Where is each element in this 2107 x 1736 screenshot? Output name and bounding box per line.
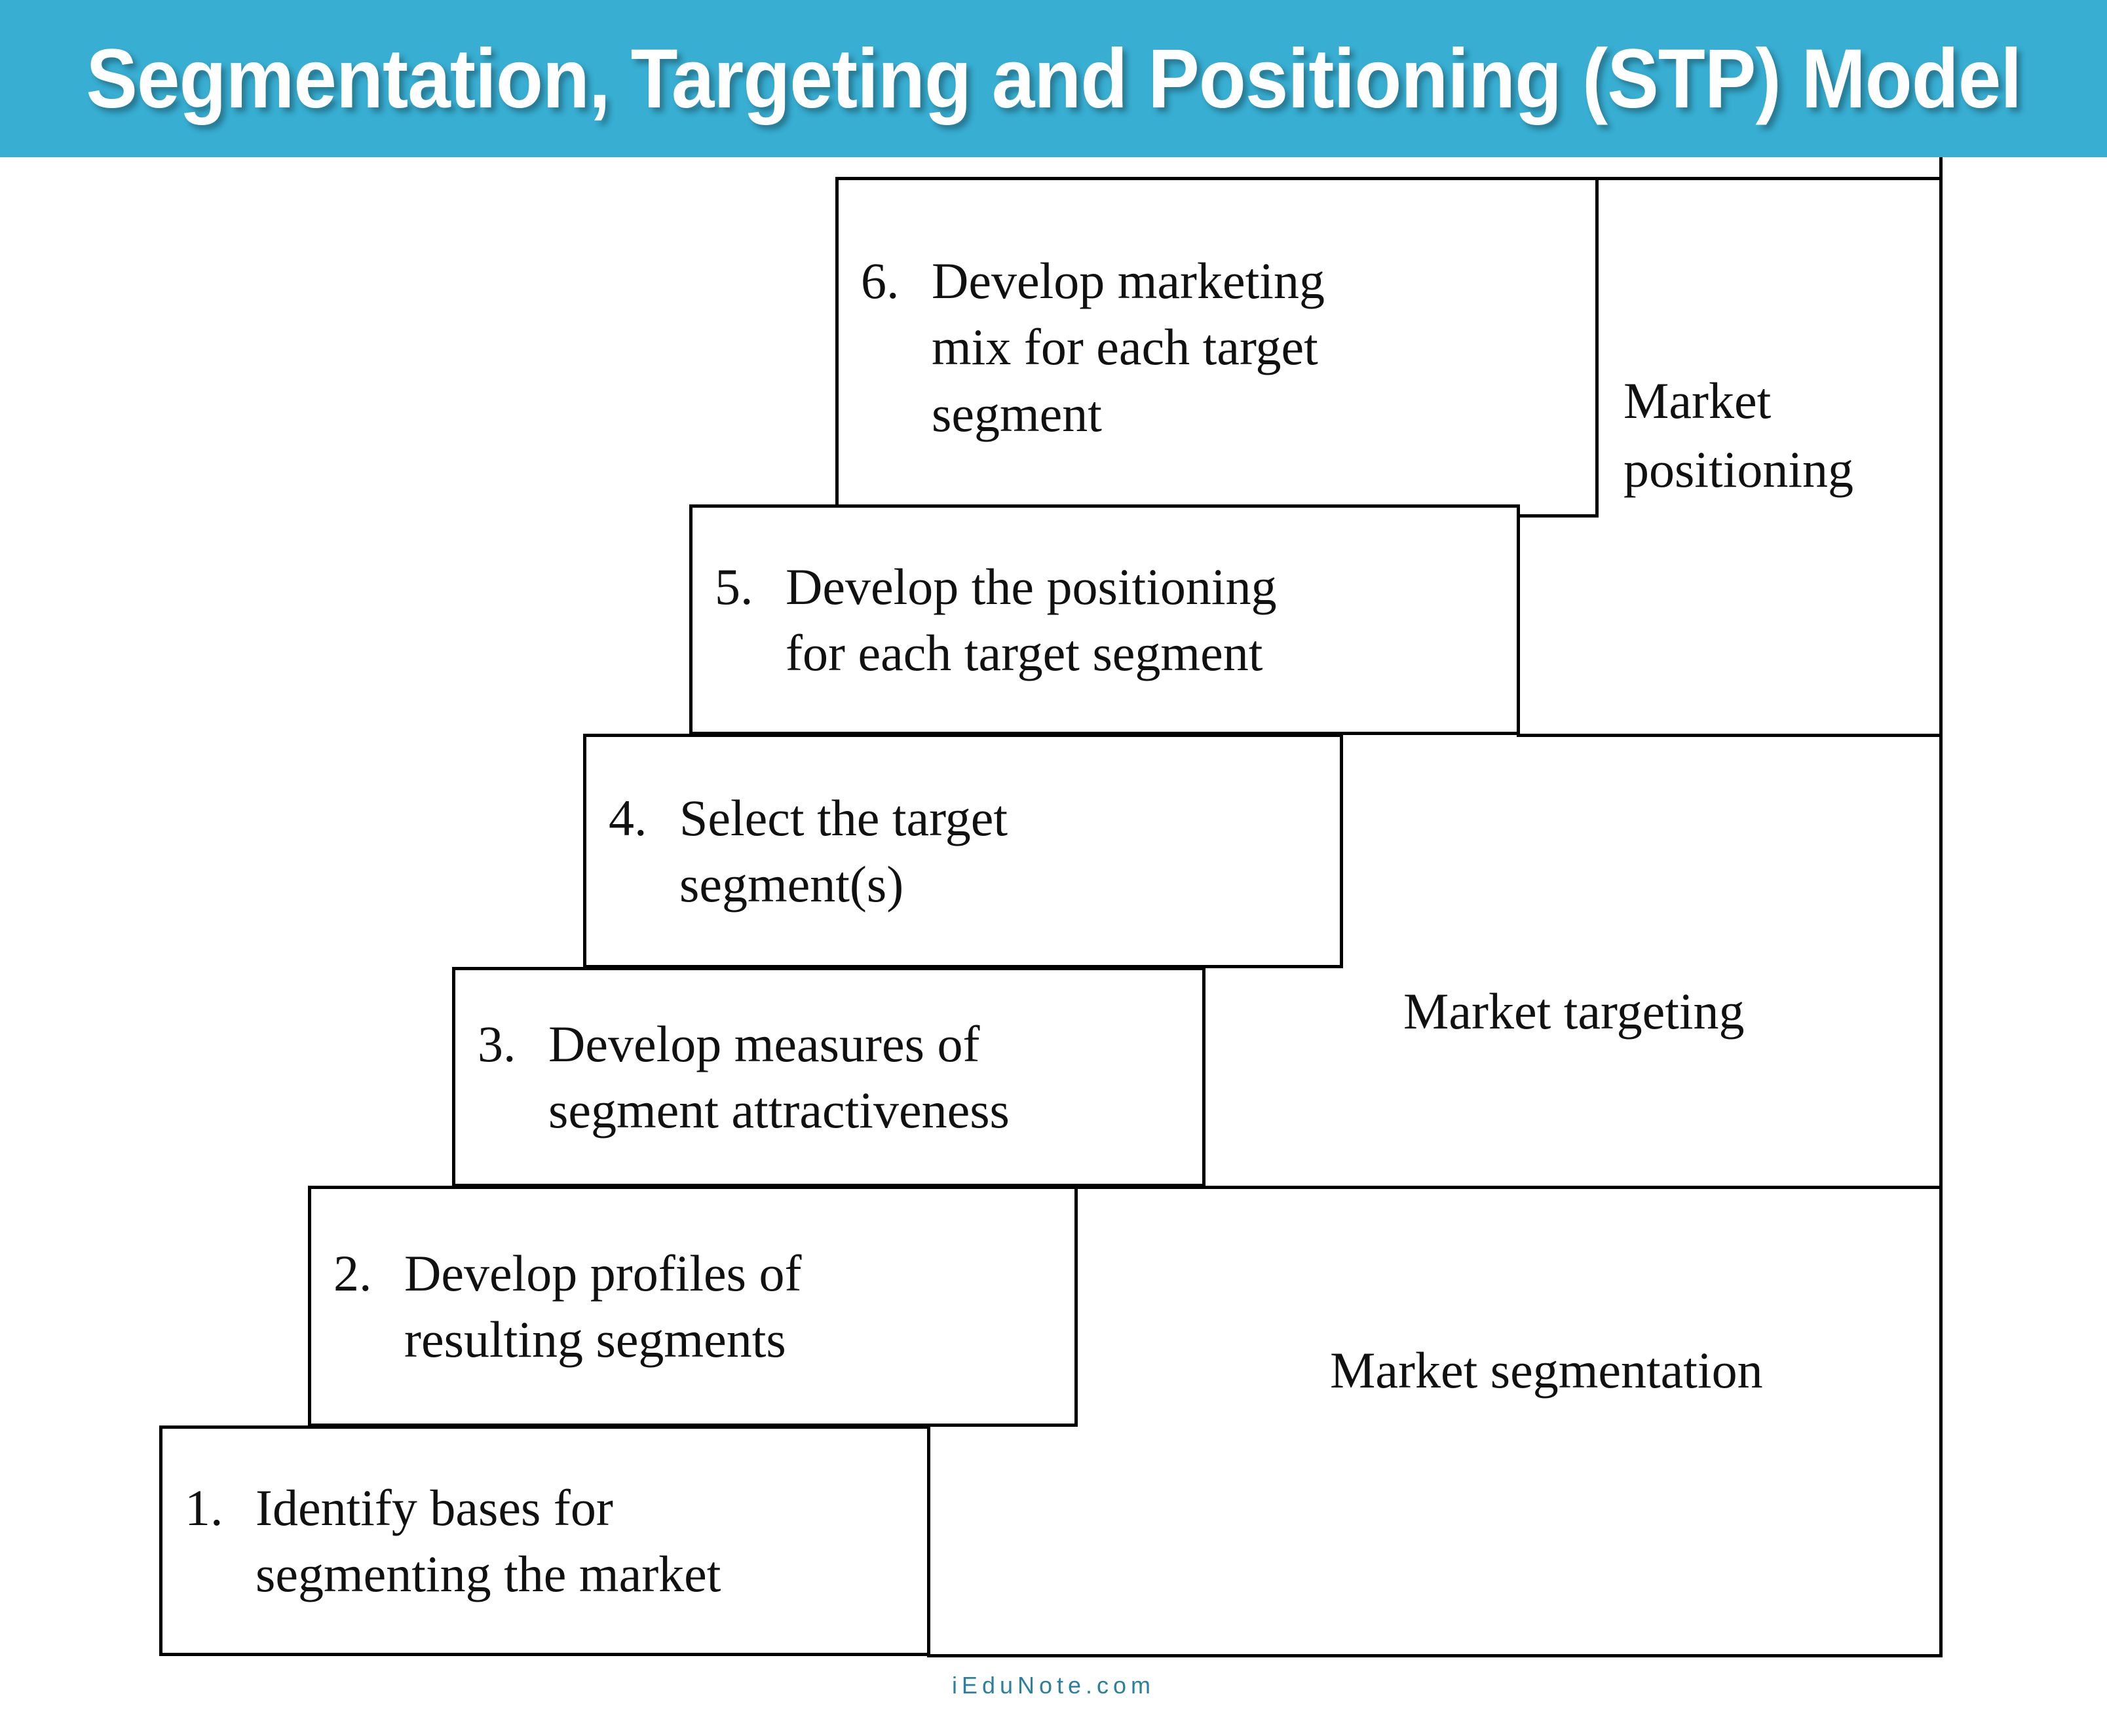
- step-box-1[interactable]: 1. Identify bases for segmenting the mar…: [159, 1425, 930, 1656]
- region-label-market-segmentation: Market segmentation: [1330, 1342, 1763, 1399]
- step-number-3: 3.: [478, 1015, 516, 1072]
- step-text-2: Develop profiles of resulting segments: [404, 1244, 802, 1368]
- step-text-3: Develop measures of segment attractivene…: [548, 1015, 1010, 1139]
- positioning-region-top-edge: [1595, 177, 1943, 180]
- step-box-2[interactable]: 2. Develop profiles of resulting segment…: [308, 1186, 1078, 1427]
- stp-diagram: 6. Develop marketing mix for each target…: [0, 157, 2107, 1736]
- step-box-6[interactable]: 6. Develop marketing mix for each target…: [835, 177, 1599, 518]
- outer-right-spine: [1939, 157, 1943, 1657]
- step-number-6: 6.: [861, 252, 900, 309]
- step-text-4: Select the target segment(s): [679, 789, 1008, 913]
- region-label-market-positioning: Market positioning: [1623, 372, 1854, 498]
- step-box-5[interactable]: 5. Develop the positioning for each targ…: [689, 504, 1520, 735]
- step-number-5: 5.: [715, 557, 753, 615]
- step-number-2: 2.: [333, 1244, 372, 1302]
- region-label-market-targeting: Market targeting: [1403, 983, 1745, 1040]
- divider-targeting-segmentation: [1074, 1186, 1943, 1189]
- header-banner: Segmentation, Targeting and Positioning …: [0, 0, 2107, 157]
- step-text-5: Develop the positioning for each target …: [786, 557, 1277, 681]
- page-title: Segmentation, Targeting and Positioning …: [86, 31, 2022, 126]
- segmentation-region-bottom-edge: [927, 1654, 1943, 1657]
- step-text-1: Identify bases for segmenting the market: [256, 1479, 721, 1602]
- step-box-3[interactable]: 3. Develop measures of segment attractiv…: [452, 967, 1205, 1187]
- footer-watermark: iEduNote.com: [951, 1672, 1156, 1699]
- divider-positioning-targeting: [1517, 734, 1943, 737]
- step-number-1: 1.: [185, 1479, 223, 1536]
- step-number-4: 4.: [609, 789, 647, 846]
- step-text-6: Develop marketing mix for each target se…: [932, 252, 1325, 442]
- step-box-4[interactable]: 4. Select the target segment(s): [583, 734, 1343, 968]
